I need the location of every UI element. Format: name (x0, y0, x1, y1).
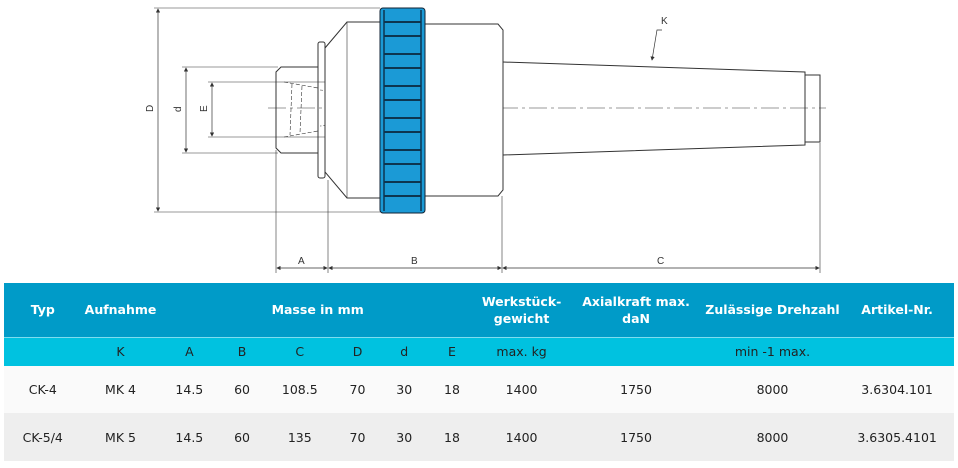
subheader-cell: d (400, 344, 409, 360)
label-D: D (145, 105, 156, 112)
cell-e: 18 (444, 382, 460, 397)
cell-typ: CK-5/4 (22, 429, 63, 445)
header-typ: Typ (30, 302, 55, 318)
cell-k: MK 5 (105, 429, 136, 445)
label-C: C (657, 256, 664, 267)
subheader-cell: B (237, 344, 247, 360)
table-row: CK-4 MK 4 14.5 60 108.5 70 30 18 1400 17… (4, 366, 954, 413)
spigot (275, 66, 318, 154)
cell-a: 14.5 (175, 429, 204, 445)
label-E: E (199, 105, 210, 112)
subheader-cell (4, 337, 82, 366)
cell-b: 60 (234, 429, 251, 445)
header-aufnahme: Aufnahme (84, 302, 157, 318)
cell-c: 135 (287, 429, 312, 445)
technical-drawing: D d E A B C K (145, 7, 826, 273)
subheader-cell: D (352, 344, 363, 360)
label-A: A (298, 256, 305, 267)
subheader-cell: E (448, 344, 456, 360)
cell-axial: 1750 (620, 429, 652, 445)
cell-article: 3.6304.101 (861, 382, 933, 397)
header-axialkraft: Axialkraft max. daN (582, 293, 690, 326)
cell-weight: 1400 (505, 429, 538, 445)
cell-e: 18 (444, 429, 460, 445)
cell-k: MK 4 (105, 382, 136, 397)
subheader-cell (567, 337, 704, 366)
taper-shank (502, 61, 806, 156)
cell-a: 14.5 (175, 382, 204, 397)
table-row: CK-5/4 MK 5 14.5 60 135 70 30 18 1400 17… (4, 413, 954, 461)
cell-D: 70 (349, 382, 366, 397)
header-masse: Masse in mm (271, 302, 364, 318)
shank-end (804, 74, 821, 143)
subheader-cell (840, 337, 954, 366)
cell-article: 3.6305.4101 (857, 429, 937, 445)
cell-typ: CK-4 (28, 382, 57, 397)
cell-rpm: 8000 (756, 382, 789, 397)
main-body (425, 23, 504, 197)
cell-rpm: 8000 (756, 429, 789, 445)
specs-table: Typ Aufnahme Masse in mm Werkstück-gewic… (4, 283, 954, 461)
table-header: Typ Aufnahme Masse in mm Werkstück-gewic… (4, 283, 954, 337)
subheader-cell: A (185, 344, 194, 360)
cell-D: 70 (349, 429, 366, 445)
cell-b: 60 (234, 382, 251, 397)
subheader-cell: C (295, 344, 305, 360)
cone-body (324, 21, 381, 199)
cell-d: 30 (396, 382, 413, 397)
flange (317, 41, 326, 179)
cell-weight: 1400 (505, 382, 538, 397)
label-K: K (661, 16, 668, 27)
label-B: B (411, 256, 418, 267)
subheader-cell: max. kg (496, 344, 547, 360)
header-werkstueck: Werkstück-gewicht (481, 293, 562, 326)
header-artikel: Artikel-Nr. (861, 302, 933, 318)
cell-d: 30 (396, 429, 413, 445)
table-subheader: K A B C D d E max. kg min -1 max. (4, 337, 954, 366)
cell-c: 108.5 (281, 382, 318, 397)
header-drehzahl: Zulässige Drehzahl (705, 302, 840, 318)
subheader-cell: min -1 max. (734, 344, 811, 360)
cell-axial: 1750 (620, 382, 652, 397)
knurled-ring (379, 7, 426, 214)
label-d: d (173, 106, 184, 112)
subheader-cell: K (116, 344, 125, 360)
